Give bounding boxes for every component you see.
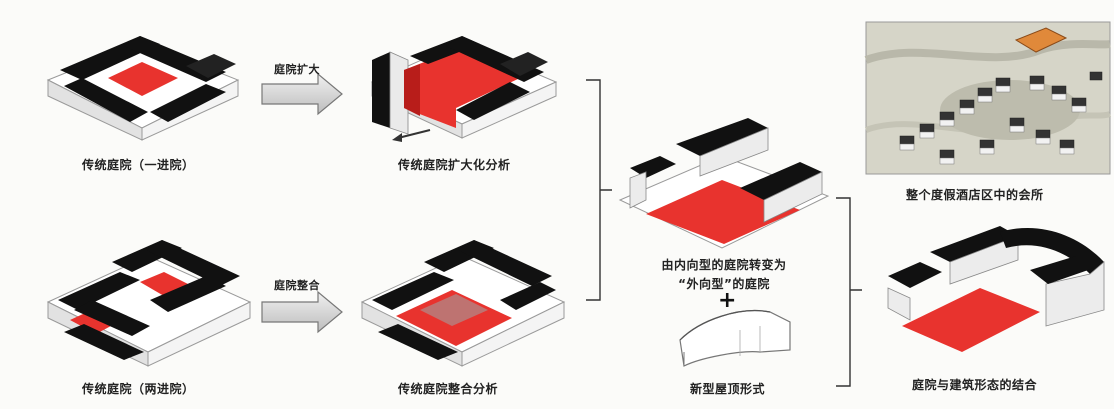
label-inward-outward-line1: 由内向型的庭院转变为	[661, 258, 787, 272]
model-new-roof	[679, 310, 791, 367]
plus-sign: +	[718, 288, 737, 313]
model-integrate-analysis	[360, 240, 566, 367]
clubhouse-highlight	[1014, 27, 1068, 53]
bracket-right	[836, 197, 862, 387]
label-inward-outward-line2: “外向型”的庭院	[678, 277, 770, 291]
model-courtyard-building	[887, 226, 1105, 352]
arrow-integrate	[261, 290, 343, 334]
label-trad-courtyard-1: 传统庭院（一进院）	[82, 158, 195, 172]
bracket-left	[586, 79, 612, 301]
model-trad-courtyard-2	[46, 240, 252, 367]
arrow-expand	[261, 72, 343, 116]
label-new-roof: 新型屋顶形式	[690, 382, 766, 396]
model-trad-courtyard-1	[46, 36, 240, 141]
label-expand-analysis: 传统庭院扩大化分析	[398, 158, 511, 172]
label-inward-outward: 由内向型的庭院转变为 “外向型”的庭院	[654, 256, 794, 294]
label-trad-courtyard-2: 传统庭院（两进院）	[82, 382, 195, 396]
label-integrate-analysis: 传统庭院整合分析	[398, 382, 499, 396]
model-expand-analysis	[370, 36, 558, 142]
site-render	[864, 21, 1112, 175]
label-arrow-expand: 庭院扩大	[274, 63, 320, 76]
label-whole-resort: 整个度假酒店区中的会所	[906, 188, 1044, 202]
model-outward-courtyard	[618, 118, 830, 249]
label-courtyard-building: 庭院与建筑形态的结合	[912, 378, 1038, 392]
courtyard-red	[902, 288, 1040, 352]
label-arrow-integrate: 庭院整合	[274, 279, 320, 292]
courtyard-red	[108, 62, 178, 96]
courtyard-red	[404, 48, 520, 128]
